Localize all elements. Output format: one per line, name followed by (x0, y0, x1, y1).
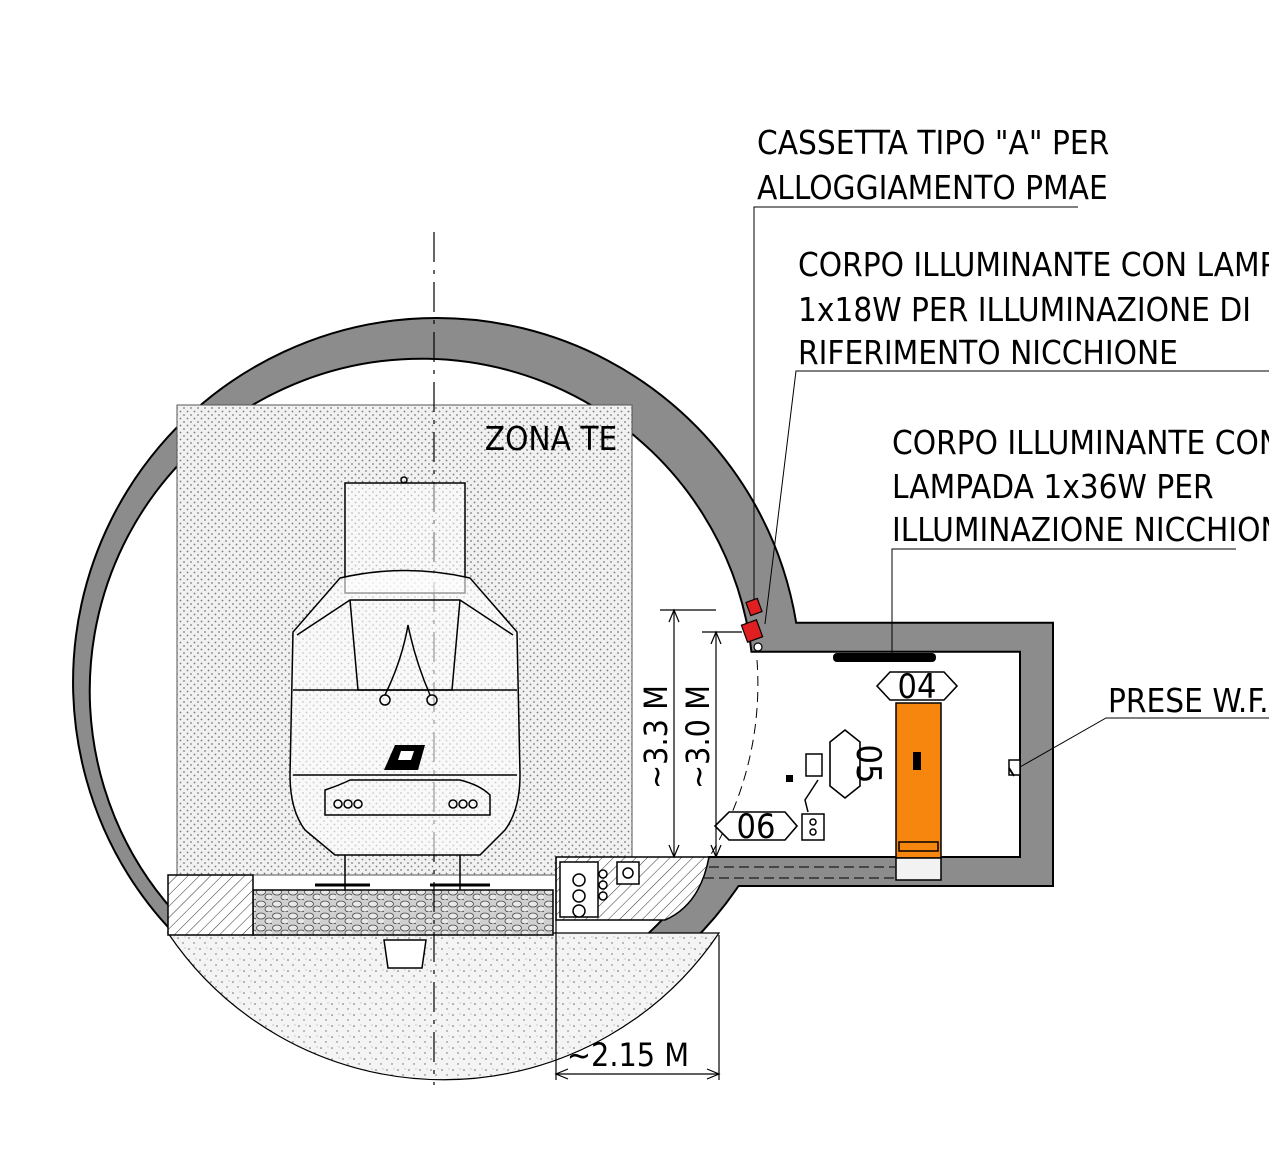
tag-05: 05 (829, 728, 888, 800)
left-walkway (167, 874, 254, 936)
svg-text:CORPO ILLUMINANTE CON LAMPADA: CORPO ILLUMINANTE CON LAMPADA (798, 245, 1269, 284)
drainage-channel (383, 939, 427, 969)
zona-te-label: ZONA TE (485, 419, 618, 458)
lamp-36w (833, 653, 936, 662)
train-front-view (289, 476, 521, 890)
tag-04: 04 (875, 667, 959, 707)
svg-text:CASSETTA TIPO "A" PER: CASSETTA TIPO "A" PER (757, 123, 1109, 162)
socket-equipment (801, 753, 825, 841)
dim-height-3-3: ~3.3 M (637, 685, 675, 789)
svg-text:CORPO ILLUMINANTE CON: CORPO ILLUMINANTE CON (892, 423, 1269, 462)
lamp-18w-red (740, 597, 764, 652)
svg-text:LAMPADA 1x36W PER: LAMPADA 1x36W PER (892, 467, 1214, 506)
svg-text:ALLOGGIAMENTO PMAE: ALLOGGIAMENTO PMAE (757, 168, 1108, 207)
svg-text:ILLUMINAZIONE NICCHIONE: ILLUMINAZIONE NICCHIONE (892, 510, 1269, 549)
leader-lines (753, 206, 1269, 768)
invert-fill (166, 932, 721, 1081)
label-corpo-36w: CORPO ILLUMINANTE CON LAMPADA 1x36W PER … (892, 423, 1269, 549)
socket-wf (1008, 759, 1021, 777)
cable-box (616, 861, 640, 885)
label-corpo-18w: CORPO ILLUMINANTE CON LAMPADA 1x18W PER … (798, 245, 1269, 372)
pmae-cabinet (895, 702, 942, 881)
svg-text:04: 04 (898, 667, 937, 707)
dim-width-2-15: ~2.15 M (567, 1036, 689, 1074)
svg-text:05: 05 (848, 745, 888, 784)
dim-height-3-0: ~3.0 M (679, 685, 717, 789)
svg-text:06: 06 (737, 807, 776, 847)
label-prese-wf: PRESE W.F. (1108, 681, 1269, 720)
tag-06: 06 (713, 807, 799, 847)
ballast-bed (252, 889, 554, 936)
cable-conduits (572, 869, 608, 918)
svg-text:1x18W PER ILLUMINAZIONE DI: 1x18W PER ILLUMINAZIONE DI (798, 290, 1251, 329)
svg-text:RIFERIMENTO NICCHIONE: RIFERIMENTO NICCHIONE (798, 333, 1178, 372)
label-cassetta: CASSETTA TIPO "A" PER ALLOGGIAMENTO PMAE (757, 123, 1109, 207)
dimension-lines (554, 608, 742, 1080)
